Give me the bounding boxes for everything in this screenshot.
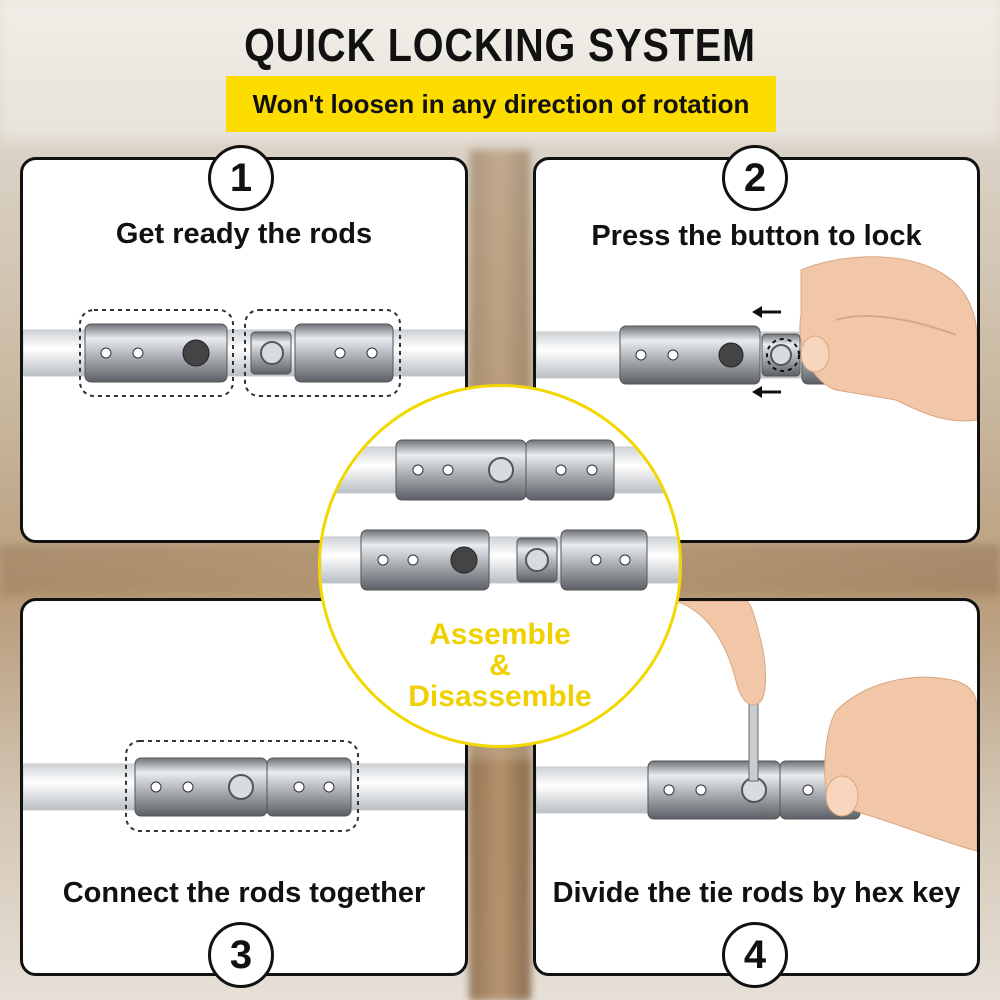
page-title: QUICK LOCKING SYSTEM (244, 19, 756, 71)
assemble-disassemble-circle: Assemble & Disassemble (318, 384, 682, 748)
press-button-illustration (536, 256, 977, 422)
assemble-label: Assemble (429, 618, 571, 651)
step-4-badge: 4 (722, 922, 788, 988)
step-1-badge: 1 (208, 145, 274, 211)
step-3-panel: Connect the rods together (20, 598, 468, 976)
step-2-badge: 2 (722, 145, 788, 211)
hex-key-illustration (536, 601, 977, 852)
step-4-panel: Divide the tie rods by hex key (533, 598, 980, 976)
ampersand-label: & (489, 649, 511, 682)
step-3-badge: 3 (208, 922, 274, 988)
step-3-caption: Connect the rods together (62, 877, 426, 909)
assemble-disassemble-label: Assemble & Disassemble (321, 619, 679, 712)
disassemble-label: Disassemble (408, 680, 592, 713)
step-4-caption: Divide the tie rods by hex key (552, 877, 961, 909)
subtitle-text: Won't loosen in any direction of rotatio… (252, 88, 750, 119)
step-1-caption: Get ready the rods (115, 218, 373, 250)
rods-connected-illustration (23, 740, 465, 832)
subtitle-banner: Won't loosen in any direction of rotatio… (226, 76, 776, 132)
step-2-caption: Press the button to lock (591, 220, 922, 252)
rods-ready-illustration (23, 309, 465, 397)
assembly-illustration (321, 439, 679, 591)
